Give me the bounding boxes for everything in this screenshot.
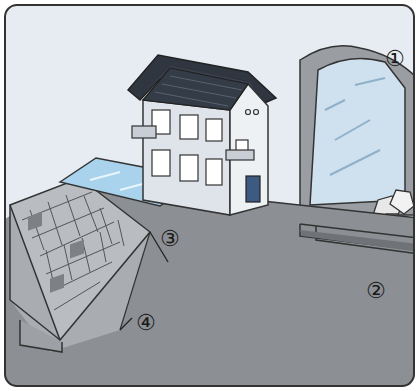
callout-number: ④ bbox=[136, 312, 156, 334]
callout-number: ③ bbox=[160, 228, 180, 250]
callout-number: ② bbox=[366, 280, 386, 302]
callout-number: ① bbox=[385, 48, 405, 70]
